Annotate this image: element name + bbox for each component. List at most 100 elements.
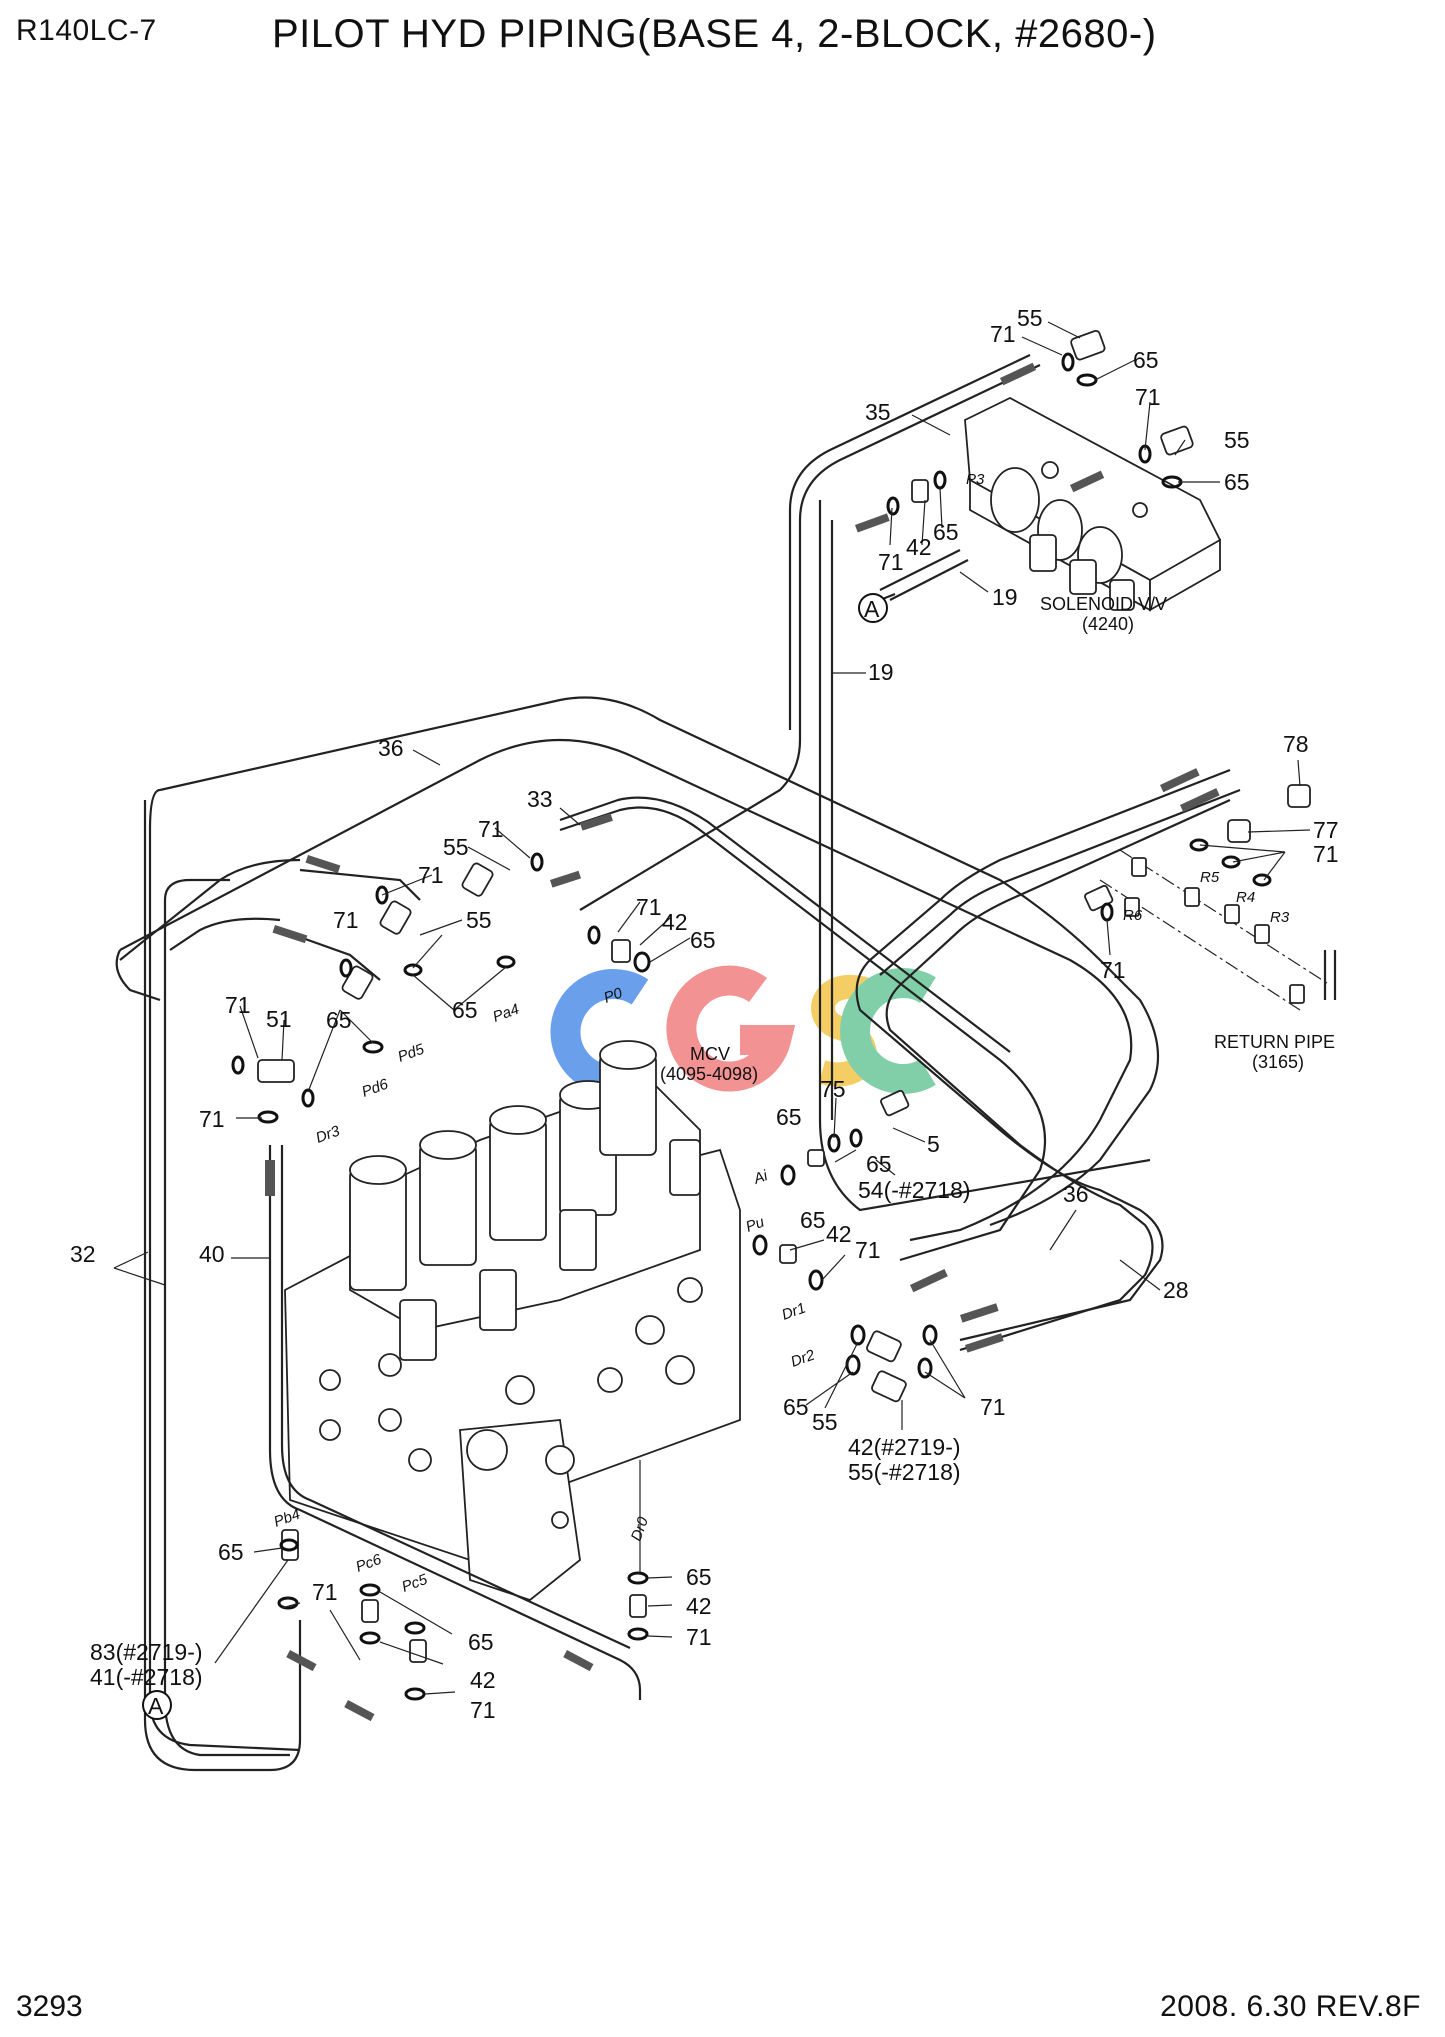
solenoid-valve-name: SOLENOID V/V	[1040, 594, 1167, 614]
leader-lines	[113, 321, 1311, 1695]
callout-42-2719: 42(#2719-)	[848, 1434, 961, 1460]
page-title: PILOT HYD PIPING(BASE 4, 2-BLOCK, #2680-…	[272, 12, 1157, 56]
return-pipe-assembly: R5 R4 R3 R6 RETURN PIPE (3165)	[1099, 849, 1337, 1072]
callout-65: 65	[1133, 347, 1159, 373]
hose-28	[855, 768, 1241, 1342]
port-label-p3: P3	[966, 471, 985, 488]
model-number: R140LC-7	[16, 14, 157, 47]
callout-71: 71	[855, 1237, 881, 1263]
callout-32: 32	[70, 1241, 96, 1267]
callout-5: 5	[927, 1131, 940, 1157]
solenoid-coils	[990, 461, 1148, 611]
callout-71: 71	[470, 1697, 496, 1723]
callout-75: 75	[820, 1076, 846, 1102]
callout-55: 55	[466, 907, 492, 933]
callout-54: 54(-#2718)	[858, 1177, 971, 1203]
hose-32	[143, 800, 302, 1772]
connector-marker-bottom: A	[142, 1690, 172, 1720]
callout-65: 65	[686, 1564, 712, 1590]
callout-71: 71	[686, 1624, 712, 1650]
return-pipe-centerline	[1119, 849, 1331, 986]
callout-42: 42	[906, 534, 932, 560]
hose-19-vertical	[818, 500, 1151, 1212]
callout-71: 71	[418, 862, 444, 888]
callout-65: 65	[218, 1539, 244, 1565]
port-label-p0: P0	[602, 984, 626, 1006]
callout-71: 71	[333, 907, 359, 933]
port-label-dr1: Dr1	[780, 1300, 809, 1324]
mcv-name: MCV	[690, 1044, 730, 1064]
hose-upper-left-1	[119, 858, 421, 961]
port-label-dr2: Dr2	[789, 1346, 818, 1370]
callout-19: 19	[992, 584, 1018, 610]
hose-33	[559, 796, 1047, 1262]
mcv-spool-caps	[349, 1040, 701, 1361]
port-label-dr3: Dr3	[314, 1122, 343, 1146]
callout-55: 55	[1017, 305, 1043, 331]
callout-65: 65	[452, 997, 478, 1023]
callout-65: 65	[933, 519, 959, 545]
part-callouts: 55 71 65 35 71 55 65 71 42 65 19 19 36 7…	[70, 305, 1339, 1723]
callout-65: 65	[468, 1629, 494, 1655]
callout-71: 71	[1135, 384, 1161, 410]
callout-42: 42	[470, 1667, 496, 1693]
callout-65: 65	[783, 1394, 809, 1420]
return-pipe-centerline-2	[1099, 879, 1301, 1011]
port-label-r6: R6	[1123, 907, 1143, 924]
callout-71: 71	[990, 321, 1016, 347]
connector-marker-top: A	[858, 593, 888, 623]
callout-35: 35	[865, 399, 891, 425]
hose-crimp-ends	[265, 362, 1220, 1722]
revision-date: 2008. 6.30 REV.8F	[1160, 1990, 1421, 2023]
return-pipe-name: RETURN PIPE	[1214, 1032, 1335, 1052]
port-label-r4: R4	[1236, 889, 1255, 906]
callout-42: 42	[686, 1593, 712, 1619]
watermark-letter-g	[666, 965, 796, 1092]
mcv-ref: (4095-4098)	[660, 1064, 758, 1084]
callout-65: 65	[326, 1007, 352, 1033]
callout-28: 28	[1163, 1277, 1189, 1303]
callout-55: 55	[1224, 427, 1250, 453]
callout-36: 36	[1063, 1181, 1089, 1207]
callout-65: 65	[1224, 469, 1250, 495]
hose-28-b	[885, 798, 1231, 1352]
callout-71: 71	[980, 1394, 1006, 1420]
callout-65: 65	[776, 1104, 802, 1130]
return-pipe-ref: (3165)	[1252, 1052, 1304, 1072]
fittings	[257, 329, 1311, 1663]
callout-71: 71	[199, 1106, 225, 1132]
callout-51: 51	[266, 1006, 292, 1032]
callout-33: 33	[527, 786, 553, 812]
solenoid-valve-assembly: P3 SOLENOID V/V (4240)	[964, 396, 1222, 634]
main-control-valve: MCV (4095-4098)	[284, 1040, 758, 1602]
port-label-ai: Ai	[751, 1167, 771, 1188]
hose-19	[879, 549, 969, 601]
page-number: 3293	[16, 1990, 83, 2023]
callout-42: 42	[826, 1221, 852, 1247]
callout-65: 65	[690, 927, 716, 953]
solenoid-valve-ref: (4240)	[1082, 614, 1134, 634]
port-label-r5: R5	[1200, 869, 1220, 886]
port-label-r3: R3	[1270, 909, 1290, 926]
connector-label-bottom: A	[148, 1693, 164, 1719]
port-label-pd6: Pd6	[360, 1075, 392, 1100]
port-label-pu: Pu	[744, 1213, 768, 1235]
port-label-pc5: Pc5	[400, 1571, 431, 1596]
callout-71: 71	[636, 894, 662, 920]
callout-65: 65	[866, 1151, 892, 1177]
port-label-pc6: Pc6	[354, 1551, 385, 1576]
callout-71: 71	[878, 549, 904, 575]
callout-40: 40	[199, 1241, 225, 1267]
callout-71: 71	[1313, 841, 1339, 867]
port-label-pd5: Pd5	[396, 1040, 428, 1065]
callout-77: 77	[1313, 817, 1339, 843]
callout-78: 78	[1283, 731, 1309, 757]
callout-36: 36	[378, 735, 404, 761]
hose-40	[268, 1145, 642, 1700]
callout-55: 55	[812, 1409, 838, 1435]
callout-55-2718: 55(-#2718)	[848, 1459, 961, 1485]
hose-35-parallel	[788, 354, 1031, 730]
callout-19: 19	[868, 659, 894, 685]
